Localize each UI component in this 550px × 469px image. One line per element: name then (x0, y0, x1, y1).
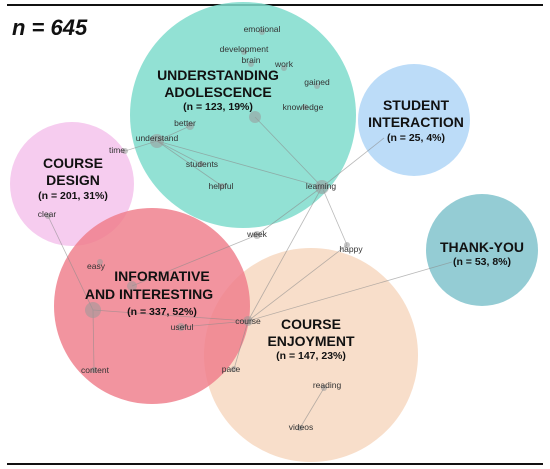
cluster-count-design: (n = 201, 31%) (38, 190, 108, 202)
word-label: work (274, 59, 294, 69)
node-understand (150, 134, 164, 148)
cluster-title-informative-2: AND INTERESTING (85, 286, 213, 302)
cluster-titles: UNDERSTANDING ADOLESCENCE (n = 123, 19%)… (38, 67, 524, 362)
cluster-count-enjoyment: (n = 147, 23%) (276, 350, 346, 362)
word-label: gained (304, 77, 330, 87)
node-better (186, 122, 194, 130)
cluster-title-design-1: COURSE (43, 155, 103, 171)
node-clear (45, 213, 51, 219)
cluster-title-understanding-2: ADOLESCENCE (164, 84, 271, 100)
edge (254, 116, 323, 188)
edge (131, 234, 258, 287)
word-label: pace (222, 364, 241, 374)
edge (92, 309, 249, 322)
node-content (91, 367, 97, 373)
edge (233, 320, 249, 370)
edge (92, 309, 95, 371)
word-label: brain (242, 55, 261, 65)
sample-size-label: n = 645 (12, 15, 88, 40)
cluster-circle-design (10, 122, 134, 246)
node-videos (297, 425, 303, 431)
cluster-circle-thanks (426, 194, 538, 306)
cluster-count-informative: (n = 337, 52%) (127, 306, 197, 318)
cluster-title-student-1: STUDENT (383, 97, 450, 113)
word-label: development (220, 44, 269, 54)
node-helpful (219, 183, 225, 189)
word-label: students (186, 159, 218, 169)
word-label: week (246, 229, 268, 239)
node-easy (97, 259, 103, 265)
edge (156, 140, 223, 187)
cluster-circle-understanding (130, 2, 356, 228)
word-label: videos (289, 422, 314, 432)
cluster-circles (10, 2, 538, 462)
node-adolescence (249, 111, 261, 123)
edge (299, 387, 325, 429)
node-happy (344, 242, 350, 248)
cluster-title-understanding-1: UNDERSTANDING (157, 67, 279, 83)
edge (47, 215, 94, 311)
word-label: course (235, 316, 261, 326)
node-knowledge (302, 104, 308, 110)
node-pace (231, 366, 237, 372)
node-week (253, 231, 261, 239)
bottom-rule (7, 463, 543, 465)
cluster-count-student: (n = 25, 4%) (387, 132, 445, 144)
word-labels: emotional development brain work gained … (38, 24, 364, 432)
top-rule (7, 4, 543, 6)
edge (180, 320, 249, 328)
edge (321, 137, 385, 188)
word-label: easy (87, 261, 106, 271)
node-gained (314, 83, 320, 89)
node-course (243, 316, 253, 326)
word-label: time (109, 145, 125, 155)
node-reading (321, 385, 327, 391)
word-label: clear (38, 209, 57, 219)
edge (247, 261, 453, 322)
cluster-circle-enjoyment (204, 248, 418, 462)
cluster-title-thanks: THANK-YOU (440, 239, 524, 255)
cluster-title-informative-1: INFORMATIVE (114, 268, 209, 284)
node-time (122, 148, 128, 154)
edge (256, 186, 323, 236)
word-label: knowledge (283, 102, 324, 112)
word-label: helpful (208, 181, 233, 191)
cluster-count-thanks: (n = 53, 8%) (453, 256, 511, 268)
node-useful (177, 323, 185, 331)
node-students (198, 161, 204, 167)
word-label: emotional (244, 24, 281, 34)
node-development (241, 49, 247, 55)
node-emotional (259, 29, 265, 35)
node-informative (85, 302, 101, 318)
cluster-circle-student (358, 64, 470, 176)
node-brain (248, 61, 254, 67)
word-label: useful (171, 322, 194, 332)
cluster-count-understanding: (n = 123, 19%) (183, 101, 253, 113)
cluster-title-enjoyment-2: ENJOYMENT (267, 333, 355, 349)
edge (321, 186, 348, 246)
word-label: content (81, 365, 110, 375)
word-label: happy (339, 244, 363, 254)
cluster-title-enjoyment-1: COURSE (281, 316, 341, 332)
node-learning (315, 180, 329, 194)
word-label: better (174, 118, 196, 128)
node-interesting (127, 281, 137, 291)
edge (156, 140, 202, 165)
edge (247, 244, 348, 322)
cluster-title-design-2: DESIGN (46, 172, 100, 188)
cluster-title-student-2: INTERACTION (368, 114, 464, 130)
cluster-circle-informative (54, 208, 250, 404)
word-label: learning (306, 181, 337, 191)
node-work (281, 65, 287, 71)
edge (247, 186, 323, 322)
edge (156, 140, 323, 188)
word-nodes (45, 29, 350, 431)
word-label: understand (136, 133, 179, 143)
word-label: reading (313, 380, 342, 390)
